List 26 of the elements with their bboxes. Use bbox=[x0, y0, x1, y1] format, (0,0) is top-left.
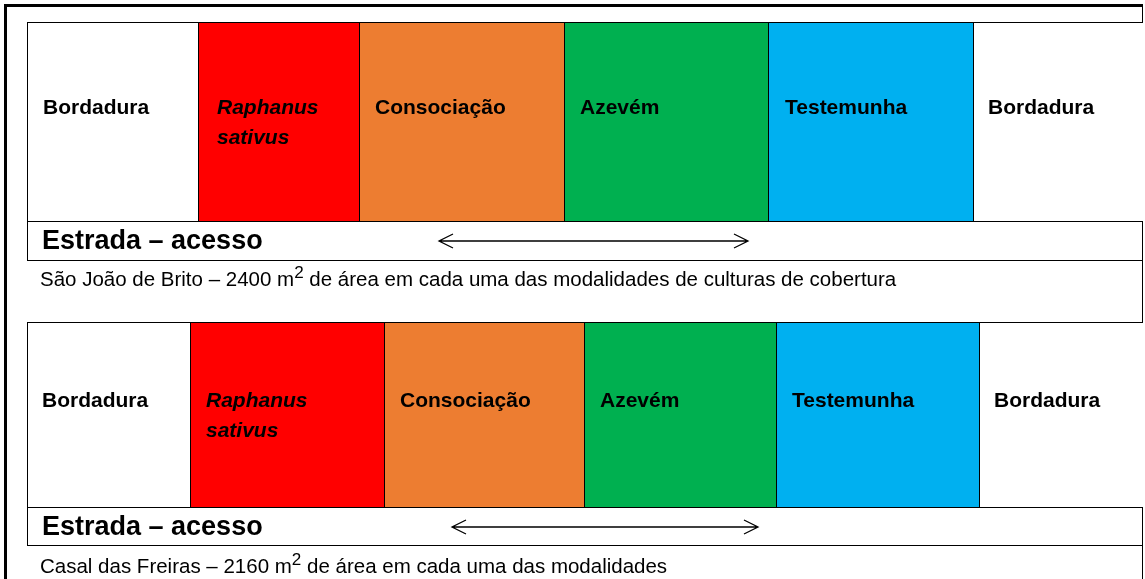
road-label: Estrada – acesso bbox=[42, 511, 263, 542]
caption-text: São João de Brito – 2400 m$^{2}$ de área em cada uma das modalidades de culturas de cobertura bbox=[40, 263, 897, 291]
strip-label: Raphanus sativus bbox=[217, 94, 320, 150]
strip-label: Bordadura bbox=[43, 94, 151, 120]
strip-label: Testemunha bbox=[792, 387, 916, 413]
caption-text: Casal das Freiras – 2160 m$^{2}$ de área em cada uma das modalidades bbox=[40, 550, 668, 578]
plot-strip bbox=[585, 323, 777, 507]
plot-strip bbox=[191, 323, 385, 507]
plot-strip bbox=[385, 323, 585, 507]
plot-strip bbox=[199, 23, 360, 221]
plot-strip bbox=[769, 23, 974, 221]
plot-strip bbox=[777, 323, 980, 507]
field-plot bbox=[27, 22, 1143, 261]
strip-label: Azevém bbox=[600, 387, 681, 413]
strip-label: Azevém bbox=[580, 94, 661, 120]
strip-label: Consociação bbox=[375, 94, 507, 120]
strip-label: Testemunha bbox=[785, 94, 909, 120]
strip-label: Raphanus sativus bbox=[206, 387, 309, 443]
strip-label: Consociação bbox=[400, 387, 532, 413]
plot-strip bbox=[360, 23, 565, 221]
strip-label: Bordadura bbox=[988, 94, 1096, 120]
field-plot bbox=[27, 322, 1143, 546]
strip-label: Bordadura bbox=[994, 387, 1102, 413]
road-label: Estrada – acesso bbox=[42, 225, 263, 256]
plot-strip bbox=[565, 23, 769, 221]
strip-label: Bordadura bbox=[42, 387, 150, 413]
